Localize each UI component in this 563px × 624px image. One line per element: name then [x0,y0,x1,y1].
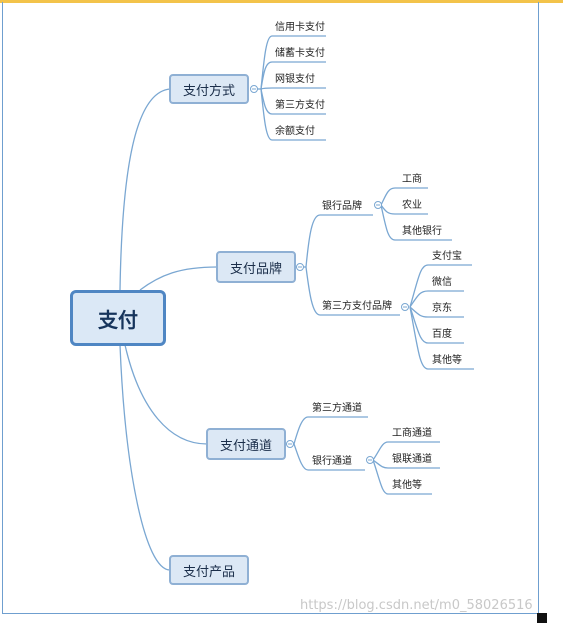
node-third-party-channel[interactable]: 第三方通道 [312,403,362,414]
top-accent-bar [0,0,563,3]
node-bank-channel[interactable]: 银行通道 [312,456,352,467]
node-payment-brands[interactable]: 支付品牌 [216,251,296,283]
leaf-abc[interactable]: 农业 [402,200,422,211]
leaf-credit-card[interactable]: 信用卡支付 [275,22,325,33]
node-payment-channels[interactable]: 支付通道 [206,428,286,460]
leaf-unionpay-channel[interactable]: 银联通道 [392,454,432,465]
leaf-baidu[interactable]: 百度 [432,329,452,340]
corner-marker [537,613,547,623]
leaf-jd[interactable]: 京东 [432,303,452,314]
root-node[interactable]: 支付 [70,290,166,346]
diagram-frame [2,2,539,614]
leaf-icbc-channel[interactable]: 工商通道 [392,428,432,439]
leaf-icbc[interactable]: 工商 [402,174,422,185]
watermark-text: https://blog.csdn.net/m0_58026516 [300,598,533,613]
leaf-wechat[interactable]: 微信 [432,277,452,288]
leaf-others[interactable]: 其他等 [432,355,462,366]
node-third-party-brands[interactable]: 第三方支付品牌 [322,301,392,312]
leaf-other-banks[interactable]: 其他银行 [402,226,442,237]
leaf-other-channels[interactable]: 其他等 [392,480,422,491]
leaf-third-party[interactable]: 第三方支付 [275,100,325,111]
node-payment-products[interactable]: 支付产品 [169,555,249,585]
leaf-alipay[interactable]: 支付宝 [432,251,462,262]
node-bank-brands[interactable]: 银行品牌 [322,201,362,212]
node-payment-methods[interactable]: 支付方式 [169,74,249,104]
leaf-debit-card[interactable]: 储蓄卡支付 [275,48,325,59]
leaf-online-banking[interactable]: 网银支付 [275,74,315,85]
leaf-balance[interactable]: 余额支付 [275,126,315,137]
